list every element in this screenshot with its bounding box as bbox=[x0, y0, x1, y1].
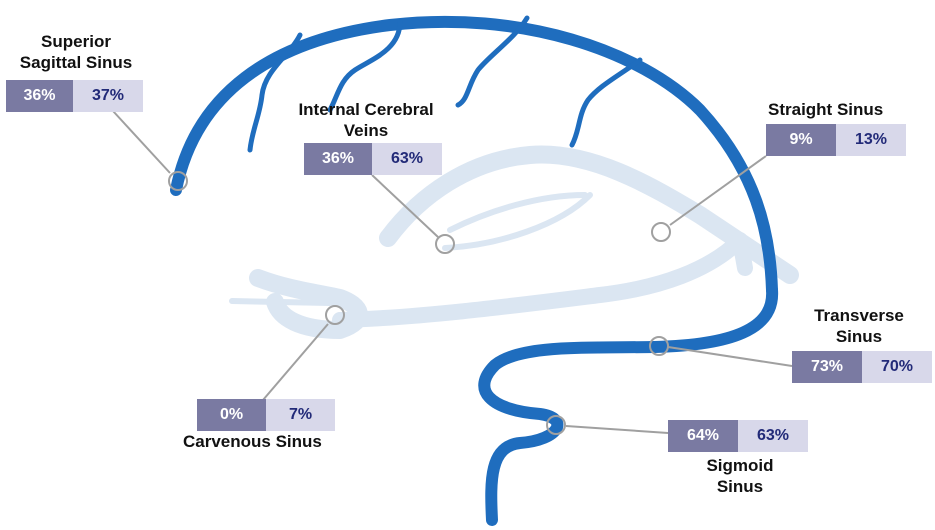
value-primary: 36% bbox=[304, 143, 372, 175]
value-primary: 9% bbox=[766, 124, 836, 156]
deep-veins bbox=[229, 145, 799, 339]
label-carvenous: Carvenous Sinus bbox=[183, 431, 322, 452]
pointer-line-carvenous bbox=[262, 323, 329, 401]
label-line: Sagittal Sinus bbox=[19, 53, 133, 72]
label-superior-sagittal: Superior Sagittal Sinus bbox=[16, 31, 136, 73]
value-secondary: 37% bbox=[73, 80, 143, 112]
marker-carvenous bbox=[325, 305, 345, 325]
dural-sinuses bbox=[170, 15, 779, 526]
cortical-vein-2 bbox=[327, 19, 403, 113]
label-line: Sinus bbox=[716, 477, 764, 496]
label-line: Sigmoid bbox=[706, 456, 774, 475]
label-internal-cerebral: Internal Cerebral Veins bbox=[278, 99, 454, 141]
value-primary: 73% bbox=[792, 351, 862, 383]
pointer-line-internal-cerebral bbox=[371, 174, 439, 238]
value-secondary: 70% bbox=[862, 351, 932, 383]
value-box-sigmoid: 64% 63% bbox=[668, 420, 808, 452]
cortical-vein-1 bbox=[247, 32, 303, 153]
marker-sigmoid bbox=[546, 415, 566, 435]
markers bbox=[168, 171, 671, 435]
label-sigmoid: Sigmoid Sinus bbox=[690, 455, 790, 497]
value-box-internal-cerebral: 36% 63% bbox=[304, 143, 442, 175]
marker-straight bbox=[651, 222, 671, 242]
ophthalmic-vein bbox=[229, 298, 333, 306]
label-line: Transverse bbox=[814, 306, 904, 325]
pointer-line-straight bbox=[669, 155, 767, 226]
cavernous-sinus-shape bbox=[249, 269, 368, 339]
cortical-vein-3 bbox=[455, 15, 530, 108]
label-line: Superior bbox=[41, 32, 111, 51]
value-box-carvenous: 0% 7% bbox=[197, 399, 335, 431]
internal-cerebral-vein-upper bbox=[447, 192, 588, 233]
cortical-vein-4 bbox=[569, 57, 643, 148]
pointer-line-sigmoid bbox=[565, 425, 669, 434]
value-primary: 0% bbox=[197, 399, 266, 431]
label-line: Veins bbox=[343, 121, 389, 140]
marker-superior-sagittal bbox=[168, 171, 188, 191]
label-straight: Straight Sinus bbox=[768, 99, 883, 120]
transverse-sigmoid-sinus-path bbox=[478, 284, 779, 526]
value-secondary: 13% bbox=[836, 124, 906, 156]
label-line: Internal Cerebral bbox=[298, 100, 434, 119]
label-transverse: Transverse Sinus bbox=[796, 305, 922, 347]
pointer-line-transverse bbox=[667, 346, 793, 367]
pointer-line-superior-sagittal bbox=[112, 110, 171, 174]
label-line: Carvenous Sinus bbox=[183, 432, 322, 451]
superior-sagittal-sinus-path bbox=[170, 15, 778, 296]
basal-vein bbox=[332, 232, 753, 328]
label-line: Sinus bbox=[835, 327, 883, 346]
internal-cerebral-vein-lower bbox=[442, 192, 593, 251]
value-secondary: 63% bbox=[738, 420, 808, 452]
marker-transverse bbox=[649, 336, 669, 356]
value-secondary: 7% bbox=[266, 399, 335, 431]
value-box-transverse: 73% 70% bbox=[792, 351, 932, 383]
label-line: Straight Sinus bbox=[768, 100, 884, 119]
value-primary: 64% bbox=[668, 420, 738, 452]
value-secondary: 63% bbox=[372, 143, 442, 175]
value-box-straight: 9% 13% bbox=[766, 124, 906, 156]
value-primary: 36% bbox=[6, 80, 73, 112]
value-box-superior-sagittal: 36% 37% bbox=[6, 80, 143, 112]
pointer-lines bbox=[112, 110, 793, 434]
marker-internal-cerebral bbox=[435, 234, 455, 254]
